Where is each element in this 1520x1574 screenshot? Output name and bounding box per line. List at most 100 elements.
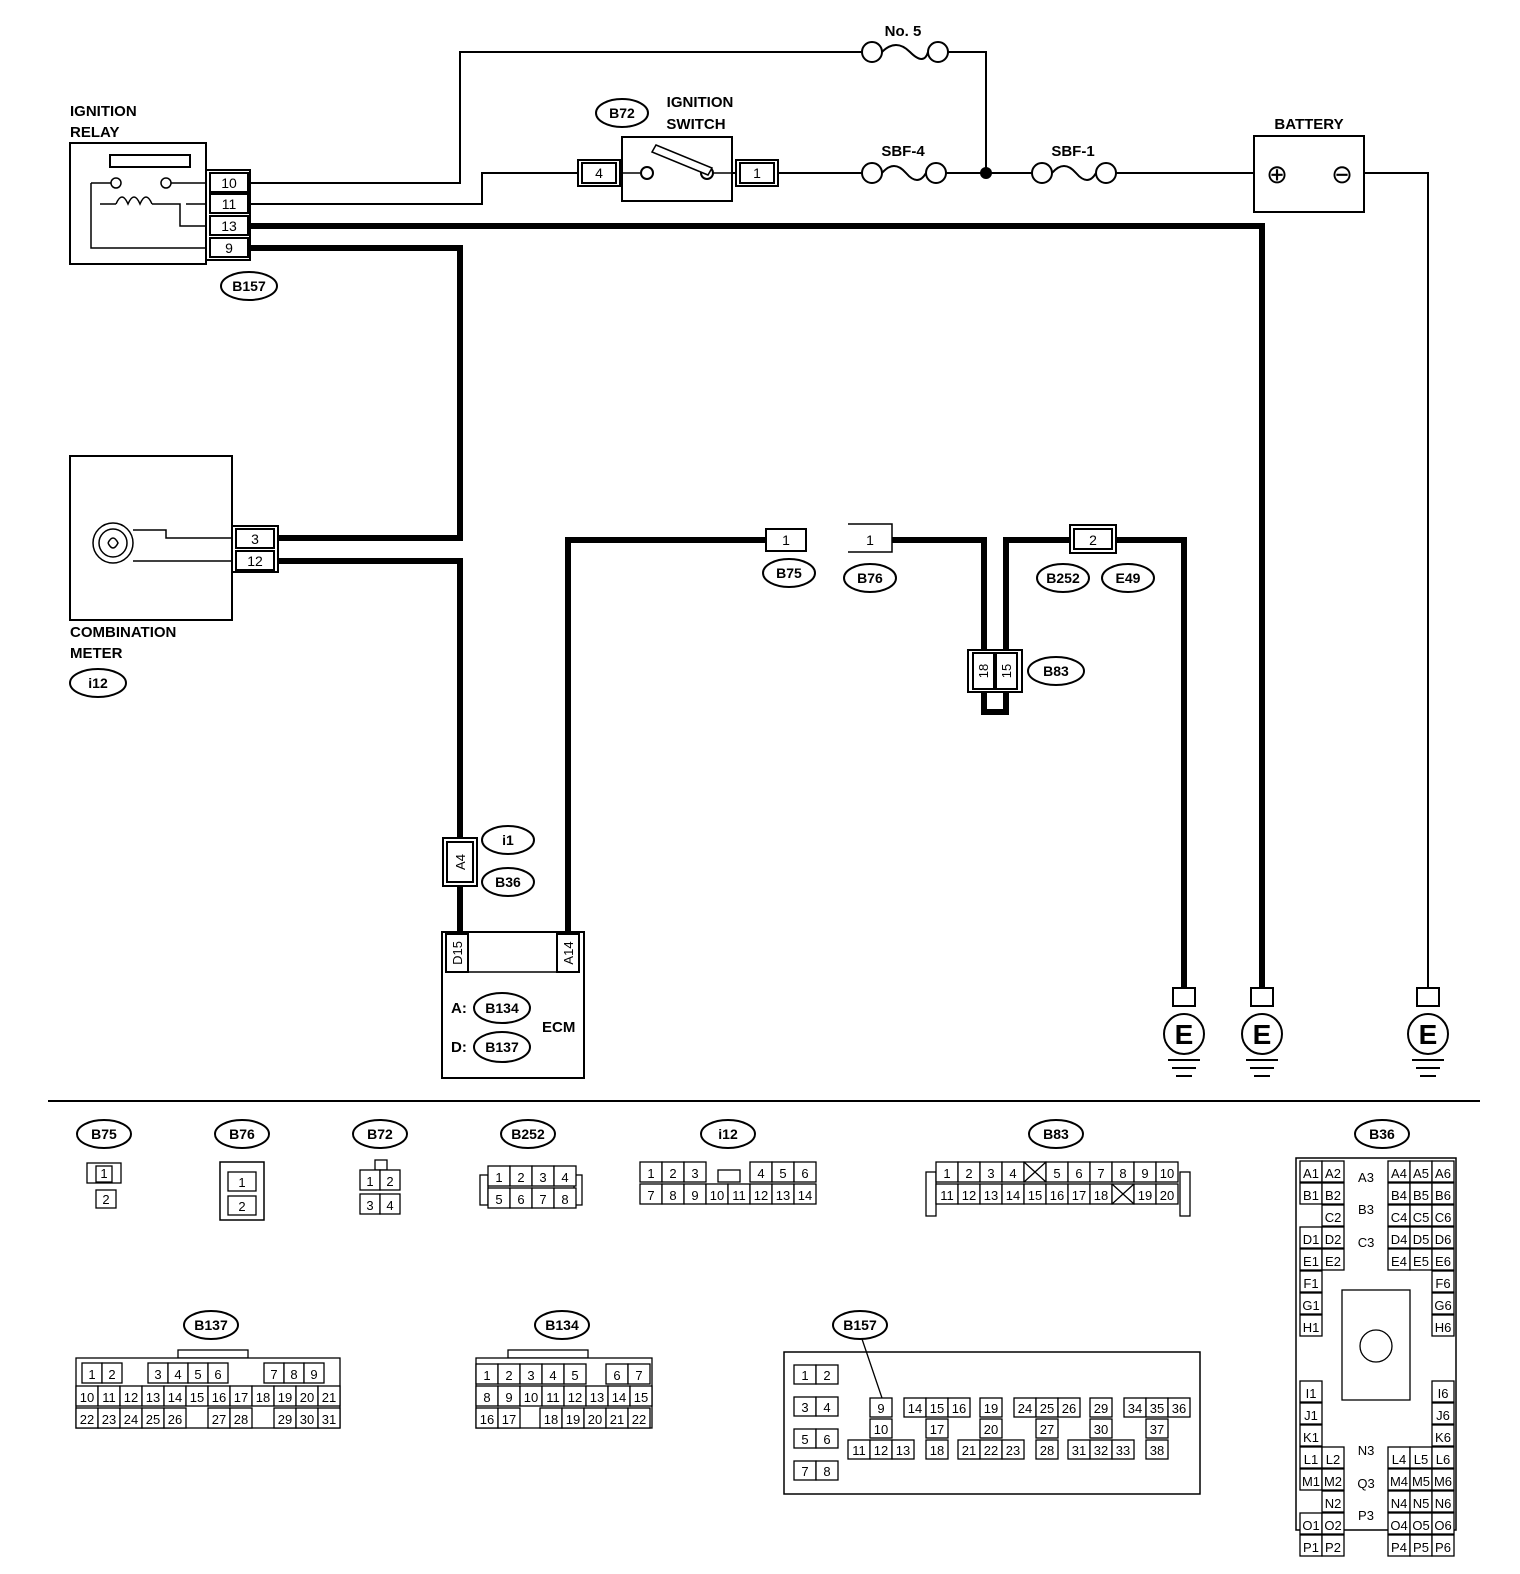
b134-view-pin-9: 9 [505, 1390, 512, 1405]
b134-view-pin-7-cell [627, 1363, 651, 1385]
b36-view-pin-F6-cell [1431, 1270, 1455, 1293]
b157-view-pin-19: 19 [984, 1401, 998, 1416]
i12-view-pin-14-cell [793, 1183, 817, 1205]
b76-tag: B76 [857, 570, 883, 586]
b36-view-pin-D2: D2 [1325, 1232, 1342, 1247]
b36-tag: B36 [495, 874, 521, 890]
b36-view-pin-D1: D1 [1303, 1232, 1320, 1247]
b76-pin: 1 [866, 532, 874, 548]
b36-view-pin-E5: E5 [1413, 1254, 1429, 1269]
ground-3-symbol: E [1419, 1019, 1438, 1050]
b137-view-pin-10: 10 [80, 1390, 94, 1405]
b134-view-pin-20: 20 [588, 1412, 602, 1427]
b36-view-pin-O2: O2 [1324, 1518, 1341, 1533]
b157-view-pin-5: 5 [801, 1432, 808, 1447]
b157-view-pin-14: 14 [908, 1401, 922, 1416]
b134-view-pin-22: 22 [632, 1412, 646, 1427]
b83-view-pin-16: 16 [1050, 1188, 1064, 1203]
b36-view-pin-C6: C6 [1435, 1210, 1452, 1225]
b157-view-pin-37-cell [1145, 1418, 1169, 1439]
b137-view-pin-3: 3 [154, 1367, 161, 1382]
i12-view-pin-3-cell [683, 1161, 707, 1183]
ground-3: E [1407, 987, 1449, 1077]
b36-view-A3: A3 [1358, 1170, 1374, 1185]
b36-view-pin-E4: E4 [1391, 1254, 1407, 1269]
b76-view-pin-1-cell [227, 1171, 257, 1192]
b134-view-pin-6: 6 [613, 1368, 620, 1383]
b36-view-pin-M4: M4 [1390, 1474, 1408, 1489]
b83-connector: 18 15 B83 [967, 649, 1085, 715]
b36-view-pin-C6-cell [1431, 1204, 1455, 1227]
b157-view-pin-17: 17 [930, 1422, 944, 1437]
b137-view-pin-23: 23 [102, 1412, 116, 1427]
b36-view-C3: C3 [1358, 1235, 1375, 1250]
b137-view-pin-16: 16 [212, 1390, 226, 1405]
b36-view-pin-P1: P1 [1303, 1540, 1319, 1555]
b83-pin-18: 18 [976, 664, 991, 678]
b36-view-pin-B5: B5 [1413, 1188, 1429, 1203]
b157-view-pin-23-cell [1001, 1439, 1025, 1460]
b252-pin: 2 [1089, 532, 1097, 548]
b83-view-pin-7: 7 [1097, 1166, 1104, 1181]
b76-view-pin-1: 1 [238, 1175, 245, 1190]
b76-view-pin-2: 2 [238, 1199, 245, 1214]
b252-view-pin-7: 7 [539, 1192, 546, 1207]
ecm: D15 A14 A: B134 ECM D: B137 [441, 931, 585, 1079]
i12-view-pin-1: 1 [647, 1166, 654, 1181]
b83-tag: B83 [1043, 663, 1069, 679]
b137-view-pin-15: 15 [190, 1390, 204, 1405]
b157-view-pin-24: 24 [1018, 1401, 1032, 1416]
b72-view-pin-2: 2 [386, 1174, 393, 1189]
b75-pin: 1 [782, 532, 790, 548]
b134-view-pin-7: 7 [635, 1368, 642, 1383]
b83-view-pin-12: 12 [962, 1188, 976, 1203]
b137-view-pin-6: 6 [214, 1367, 221, 1382]
b252-splice: 2 B252 E49 [1036, 524, 1155, 593]
fuse-sbf4: SBF-4 [861, 143, 947, 184]
b134-view-pin-17: 17 [502, 1412, 516, 1427]
b134-view-pin-5-cell [563, 1363, 587, 1385]
b134-view-tag: B134 [545, 1317, 579, 1333]
b134-view-pin-5: 5 [571, 1368, 578, 1383]
ground-1: E [1163, 987, 1205, 1077]
b137-view-pin-24: 24 [124, 1412, 138, 1427]
ecm-a-label: A: [451, 1000, 467, 1017]
i12-view-pin-9: 9 [691, 1188, 698, 1203]
b36-view-pin-M6-cell [1431, 1468, 1455, 1491]
b157-view-pin-35: 35 [1150, 1401, 1164, 1416]
b83-view-tag-ellipse [1028, 1119, 1084, 1149]
ignition-switch-label-2: SWITCH [666, 116, 725, 133]
b36-view-pin-N2: N2 [1325, 1496, 1342, 1511]
i12-view-pin-5: 5 [779, 1166, 786, 1181]
b36-view-pin-O4: O4 [1390, 1518, 1407, 1533]
b157-view-pin-6-cell [815, 1428, 839, 1449]
b36-view-pin-J6: J6 [1436, 1408, 1450, 1423]
b36-view-pin-F1-cell [1299, 1270, 1323, 1293]
b137-view-pin-26: 26 [168, 1412, 182, 1427]
b157-view-pin-12: 12 [874, 1443, 888, 1458]
b36-view-pin-L6: L6 [1436, 1452, 1450, 1467]
b157-view-pin-36: 36 [1172, 1401, 1186, 1416]
b36-view-pin-P4: P4 [1391, 1540, 1407, 1555]
b36-view-pin-B6-cell [1431, 1182, 1455, 1205]
ignition-switch-pin-1: 1 [753, 165, 761, 181]
ignition-switch-label-1: IGNITION [667, 94, 734, 111]
b36-view-pin-A2: A2 [1325, 1166, 1341, 1181]
b36-view-pin-A5: A5 [1413, 1166, 1429, 1181]
b72-view-pin-2-cell [379, 1169, 401, 1191]
b157-view-pin-20-cell [979, 1418, 1003, 1439]
i12-view-pin-3: 3 [691, 1166, 698, 1181]
b157-view-pin-11: 11 [852, 1443, 866, 1458]
b75-tag: B75 [776, 565, 802, 581]
b157-view-pin-6: 6 [823, 1432, 830, 1447]
b252-view-pin-3: 3 [539, 1170, 546, 1185]
b36-view-pin-C2-cell [1321, 1204, 1345, 1227]
ground-2: E [1241, 987, 1283, 1077]
b36-view-pin-O2-cell [1321, 1512, 1345, 1535]
ignition-switch: B72 IGNITION SWITCH 4 1 [577, 94, 779, 202]
b137-view-pin-21-cell [317, 1385, 341, 1407]
b36-view-pin-J6-cell [1431, 1402, 1455, 1425]
b137-view-pin-17: 17 [234, 1390, 248, 1405]
relay-pin-box [209, 172, 249, 258]
b36-view-pin-A6-cell [1431, 1160, 1455, 1183]
